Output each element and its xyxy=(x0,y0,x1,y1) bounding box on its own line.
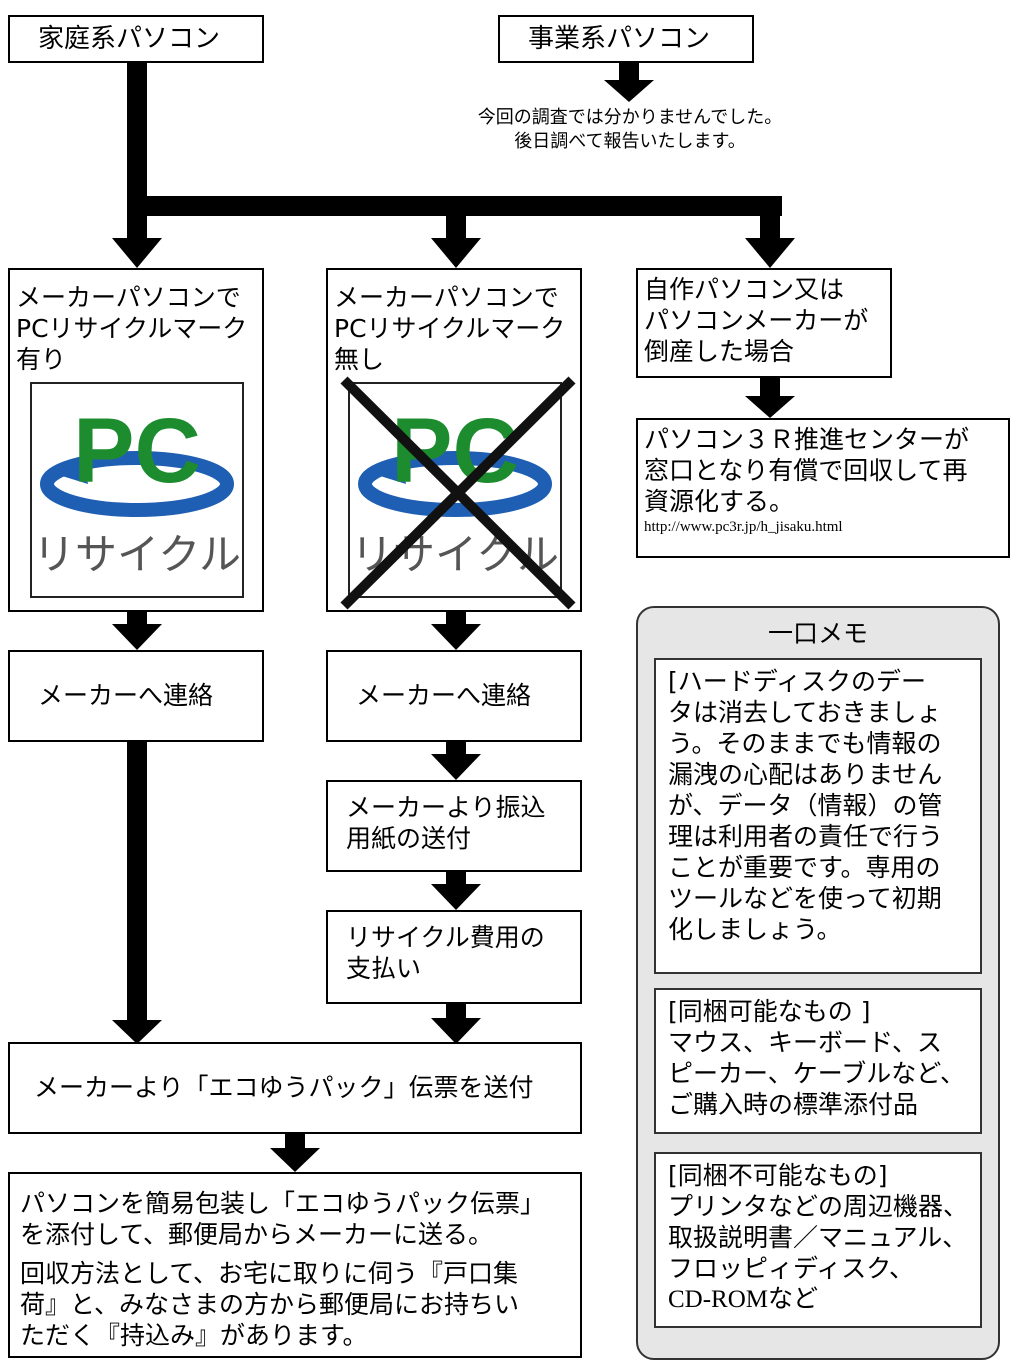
pc3r-url: http://www.pc3r.jp/h_jisaku.html xyxy=(644,519,843,535)
cross-out-icon xyxy=(340,376,576,610)
business-pc-box: 事業系パソコン xyxy=(498,15,754,63)
final-box: パソコンを簡易包装し「エコゆうパック伝票」 を添付して、郵便局からメーカーに送る… xyxy=(8,1172,582,1358)
col3-center-box: パソコン３Ｒ推進センターが 窓口となり有償で回収して再 資源化する。 http:… xyxy=(636,418,1010,558)
final-text: パソコンを簡易包装し「エコゆうパック伝票」 を添付して、郵便局からメーカーに送る… xyxy=(20,1189,546,1350)
col2-contact-box: メーカーへ連絡 xyxy=(326,650,582,742)
memo-hdd: [ハードディスクのデー タは消去しておきましょ う。そのままでも情報の 漏洩の心… xyxy=(654,658,982,974)
memo-panel: 一口メモ [ハードディスクのデー タは消去しておきましょ う。そのままでも情報の… xyxy=(636,606,1000,1360)
household-pc-label: 家庭系パソコン xyxy=(38,24,221,54)
col2-mark-box: メーカーパソコンで PCリサイクルマーク 無し PC リサイクル xyxy=(326,268,582,612)
memo-bundle-ng: [同梱不可能なもの] プリンタなどの周辺機器、 取扱説明書／マニュアル、 フロッ… xyxy=(654,1152,982,1328)
col2-title: メーカーパソコンで PCリサイクルマーク 無し xyxy=(334,283,566,374)
household-pc-box: 家庭系パソコン xyxy=(8,15,264,63)
col3-selfbuilt-box: 自作パソコン又は パソコンメーカーが 倒産した場合 xyxy=(636,268,892,378)
col1-contact: メーカーへ連絡 xyxy=(38,681,214,710)
col1-mark-box: メーカーパソコンで PCリサイクルマーク 有り PC リサイクル xyxy=(8,268,264,612)
svg-text:リサイクル: リサイクル xyxy=(33,530,241,579)
ecopack-label: メーカーより「エコゆうパック」伝票を送付 xyxy=(34,1073,534,1102)
col2-transfer-box: メーカーより振込 用紙の送付 xyxy=(326,780,582,872)
col1-contact-box: メーカーへ連絡 xyxy=(8,650,264,742)
pc-recycle-icon: PC リサイクル xyxy=(33,400,241,579)
pc-recycle-logo: PC リサイクル xyxy=(30,382,244,598)
business-note: 今回の調査では分かりませんでした。 後日調べて報告いたします。 xyxy=(477,107,783,152)
ecopack-box: メーカーより「エコゆうパック」伝票を送付 xyxy=(8,1042,582,1134)
business-pc-label: 事業系パソコン xyxy=(528,24,711,54)
svg-text:PC: PC xyxy=(73,400,201,502)
memo-title: 一口メモ xyxy=(767,619,868,648)
col2-contact: メーカーへ連絡 xyxy=(356,681,532,710)
col2-payment-box: リサイクル費用の 支払い xyxy=(326,910,582,1004)
memo-bundle-ok: [同梱可能なもの ] マウス、キーボード、ス ピーカー、ケーブルなど、 ご購入時… xyxy=(654,988,982,1134)
col1-title: メーカーパソコンで PCリサイクルマーク 有り xyxy=(16,283,248,374)
